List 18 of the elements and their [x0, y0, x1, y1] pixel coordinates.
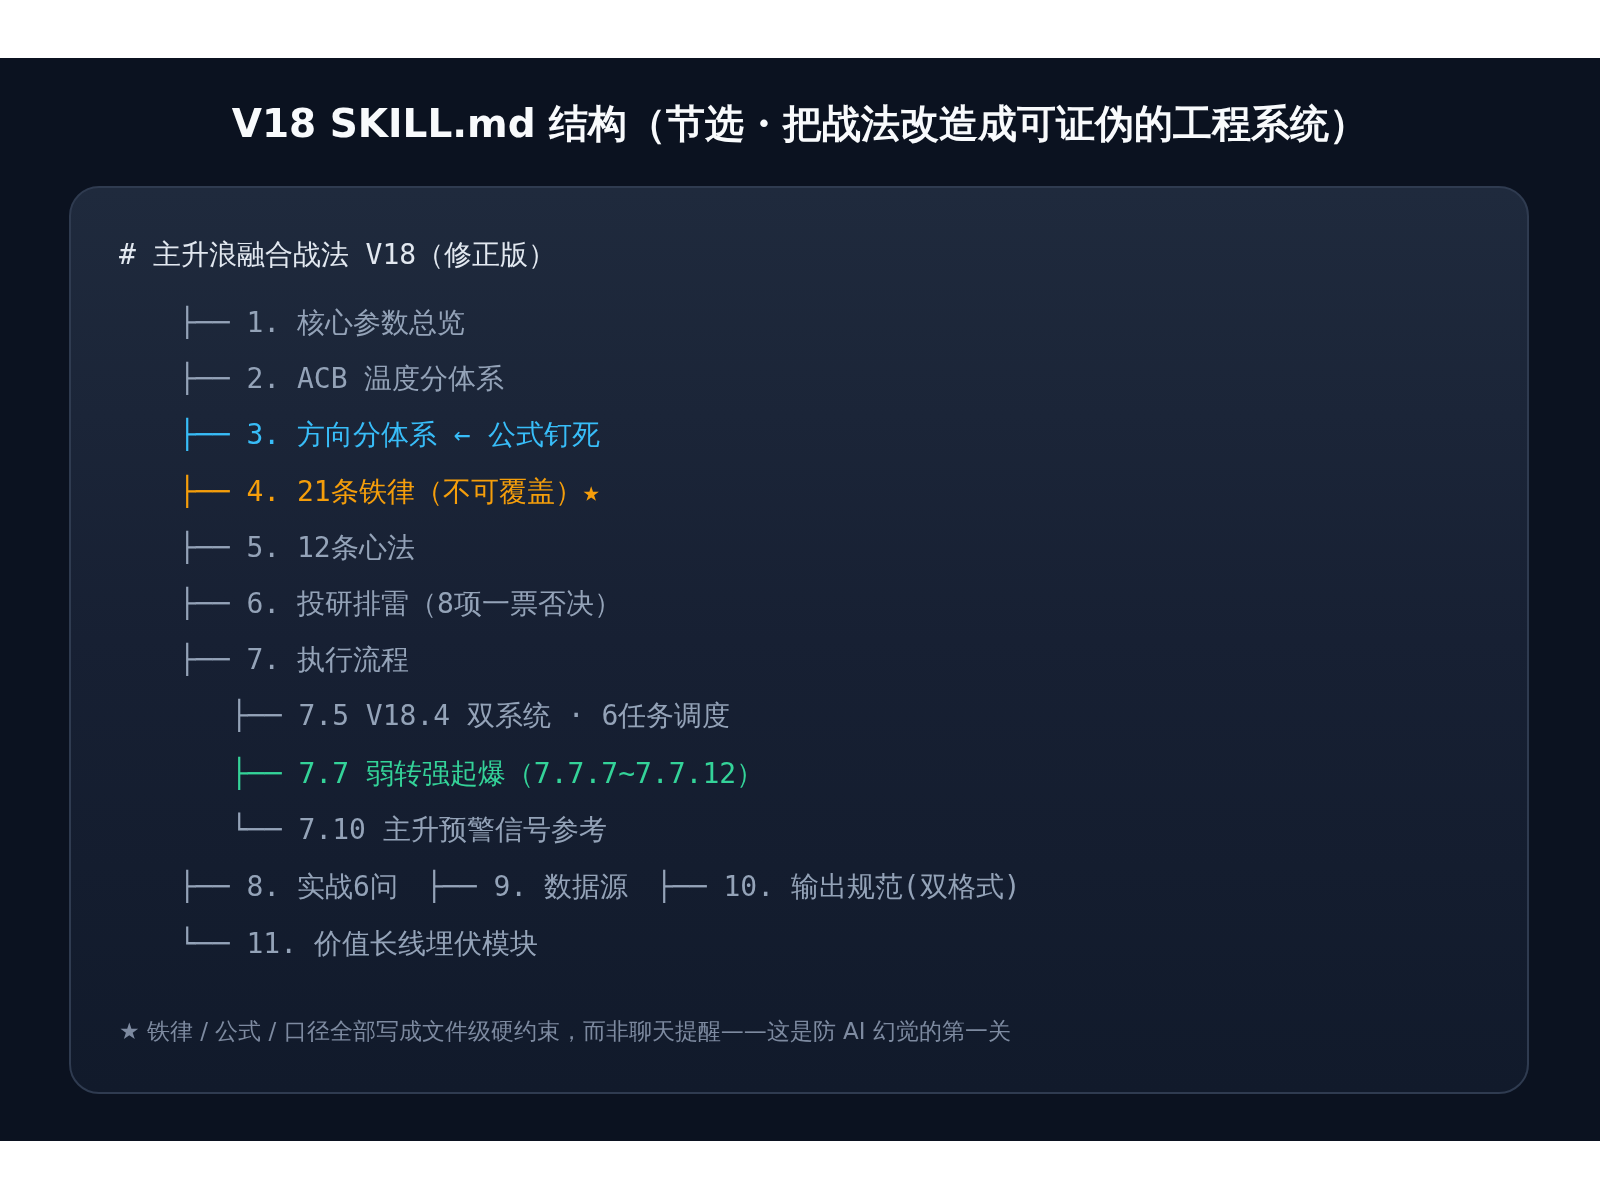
footnote: ★ 铁律 / 公式 / 口径全部写成文件级硬约束，而非聊天提醒——这是防 AI 幻觉的第一关 — [119, 1017, 1011, 1046]
tree-item: ├── 10. 输出规范(双格式) — [656, 868, 1021, 905]
title: V18 SKILL.md 结构（节选・把战法改造成可证伪的工程系统） — [230, 100, 1370, 148]
tree-item: ├── 1. 核心参数总览 — [179, 305, 465, 341]
tree-item: ├── 7. 执行流程 — [179, 642, 409, 679]
code-panel — [69, 186, 1529, 1094]
tree-item: ├── 2. ACB 温度分体系 — [179, 361, 505, 398]
tree-subitem: └── 7.10 主升预警信号参考 — [231, 812, 607, 849]
heading: # 主升浪融合战法 V18（修正版） — [119, 237, 557, 273]
tree-item: ├── 9. 数据源 — [426, 868, 628, 905]
tree-item: └── 11. 价值长线埋伏模块 — [179, 926, 538, 963]
tree-subitem: ├── 7.5 V18.4 双系统 · 6任务调度 — [231, 698, 731, 735]
tree-item: ├── 8. 实战6问 — [179, 868, 398, 905]
tree-item: ├── 6. 投研排雷（8项一票否决） — [179, 586, 622, 622]
tree-item: ├── 3. 方向分体系 ← 公式钉死 — [179, 417, 600, 454]
tree-item: ├── 4. 21条铁律（不可覆盖）★ — [179, 473, 600, 510]
tree-item: ├── 5. 12条心法 — [179, 529, 415, 566]
tree-subitem: ├── 7.7 弱转强起爆（7.7.7~7.7.12） — [231, 756, 765, 793]
